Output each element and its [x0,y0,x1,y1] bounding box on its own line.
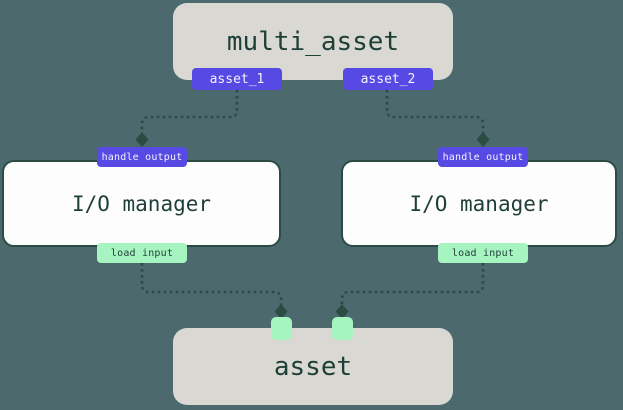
asset-input-port-2 [332,317,353,340]
io-manager-left-label: I/O manager [71,191,212,216]
multi-asset-label: multi_asset [226,26,400,57]
load-input-badge-right: load input [438,243,528,263]
connector-left-io-to-asset [140,263,283,305]
node-multi-asset: multi_asset [173,3,453,80]
handle-output-left-label: handle output [101,151,183,163]
node-io-manager-left: I/O manager [2,160,281,247]
asset-2-label: asset_2 [360,71,416,87]
handle-output-badge-right: handle output [438,147,528,167]
node-io-manager-right: I/O manager [341,160,617,247]
load-input-left-label: load input [110,247,174,259]
arrowhead-diamond-left-bottom [274,304,288,319]
arrowhead-diamond-right-top [476,132,490,147]
connector-asset1-to-left-io [140,90,239,133]
load-input-right-label: load input [451,247,515,259]
node-asset: asset [173,328,453,405]
io-manager-right-label: I/O manager [409,191,549,216]
arrowhead-diamond-right-bottom [335,304,349,319]
load-input-badge-left: load input [97,243,187,263]
arrowhead-diamond-left-top [135,132,149,147]
asset-1-label: asset_1 [209,71,265,87]
asset-label: asset [273,351,353,382]
handle-output-right-label: handle output [442,151,524,163]
asset-input-port-1 [271,317,292,340]
output-badge-asset-1: asset_1 [192,68,282,90]
connector-right-io-to-asset [340,263,485,305]
connector-asset2-to-right-io [385,90,485,133]
handle-output-badge-left: handle output [97,147,187,167]
output-badge-asset-2: asset_2 [343,68,433,90]
